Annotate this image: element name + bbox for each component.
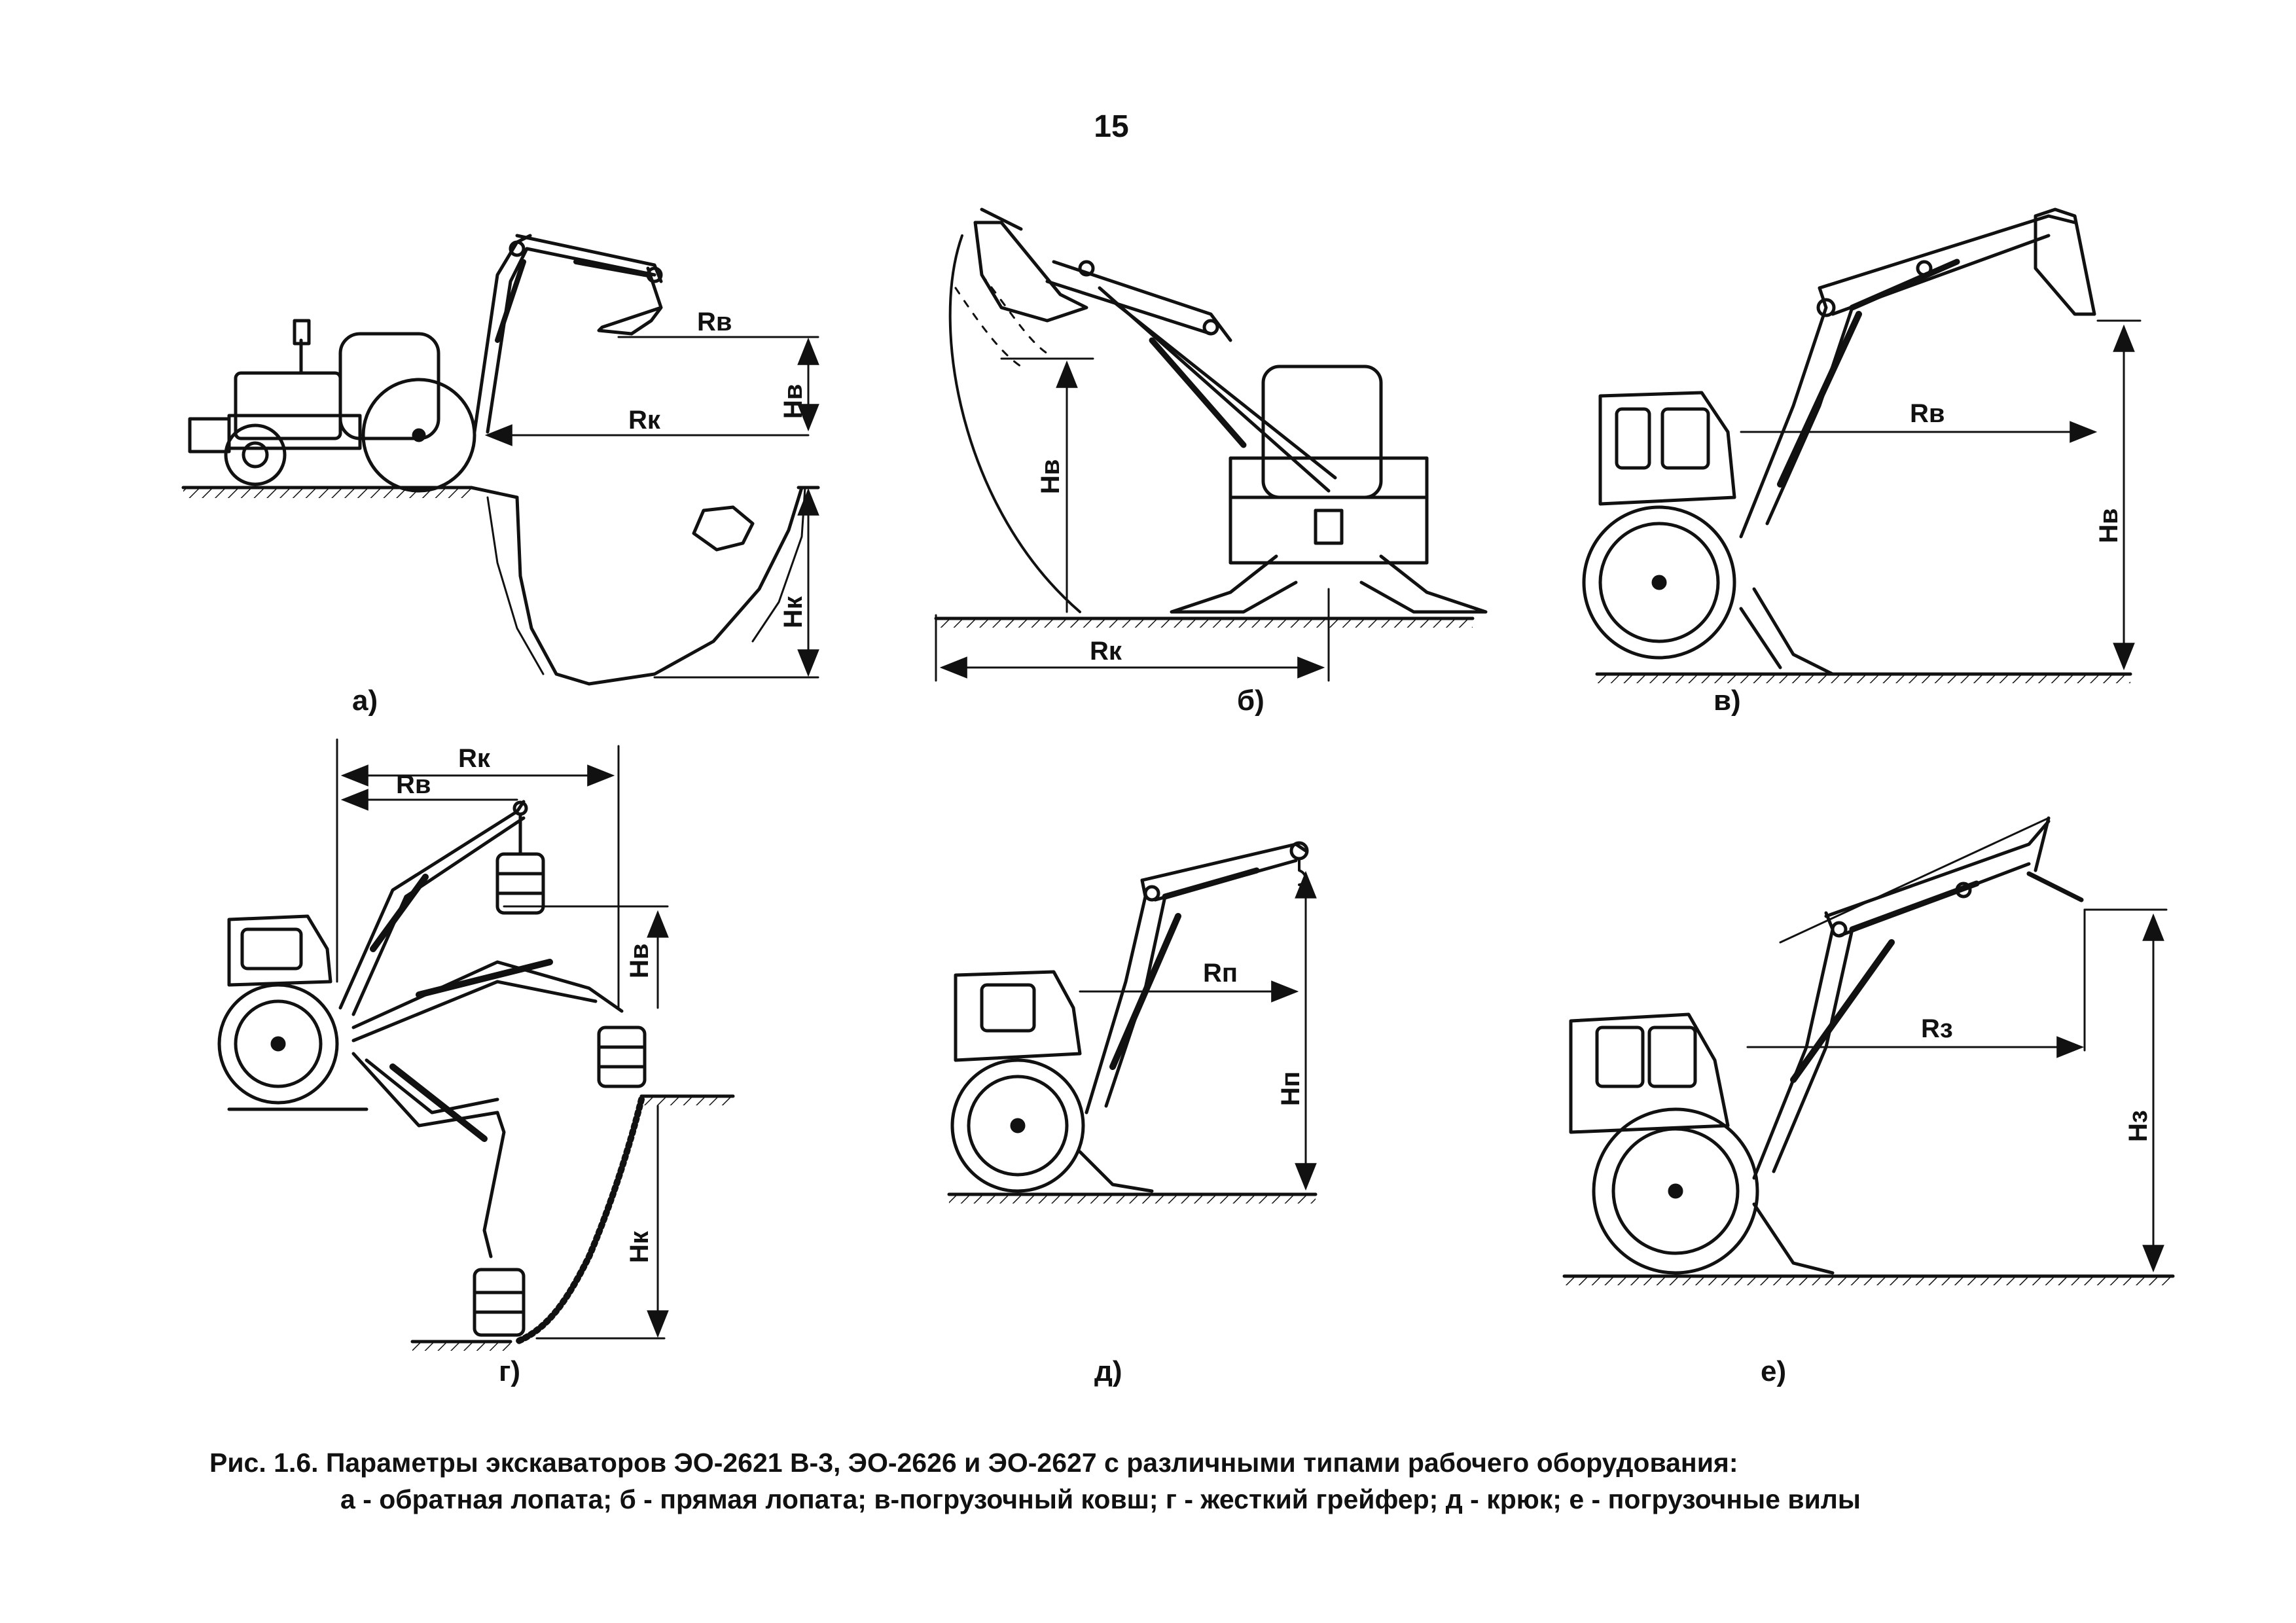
panel-e-label-rz: Rз [1921,1014,1953,1043]
panel-a-label-hk: Hк [779,596,808,628]
panel-b-label-rk: Rк [1090,637,1122,666]
panel-v-letter: в) [1713,685,1741,717]
panel-g-letter: г) [499,1355,520,1387]
figure-caption-line-1: Рис. 1.6. Параметры экскаваторов ЭО-2621… [209,1448,1738,1478]
panel-v-label-hv: Hв [2094,508,2123,543]
panel-d-drawing [947,841,1318,1204]
panel-e-letter: е) [1761,1355,1786,1387]
panel-b-label-hv: Hв [1036,459,1065,494]
panel-g-label-rk: Rк [458,744,491,773]
panel-v-drawing [1582,207,2142,683]
panel-a-label-rk: Rк [628,406,661,435]
panel-g-label-rv: Rв [396,770,431,799]
panel-v-label-rv: Rв [1910,399,1945,428]
panel-b-letter: б) [1237,685,1265,717]
panel-g-label-hv: Hв [625,944,654,978]
panel-a-label-hv: Hв [779,384,808,419]
panel-d-letter: д) [1094,1355,1122,1387]
panel-a-letter: а) [352,685,378,717]
panel-e-label-hz: Hз [2124,1110,2153,1142]
panel-b-drawing [934,207,1488,682]
panel-g-label-hk: Hк [625,1230,654,1263]
panel-e-drawing [1562,816,2175,1285]
figure-caption-line-2: а - обратная лопата; б - прямая лопата; … [340,1484,1861,1514]
panel-a-drawing [181,234,820,686]
panel-g-drawing [217,738,735,1351]
panel-d-label-hp: Hп [1276,1071,1305,1106]
panel-a-label-rv: Rв [697,308,732,336]
page-number: 15 [1094,109,1129,144]
panel-d-label-rp: Rп [1203,959,1238,988]
